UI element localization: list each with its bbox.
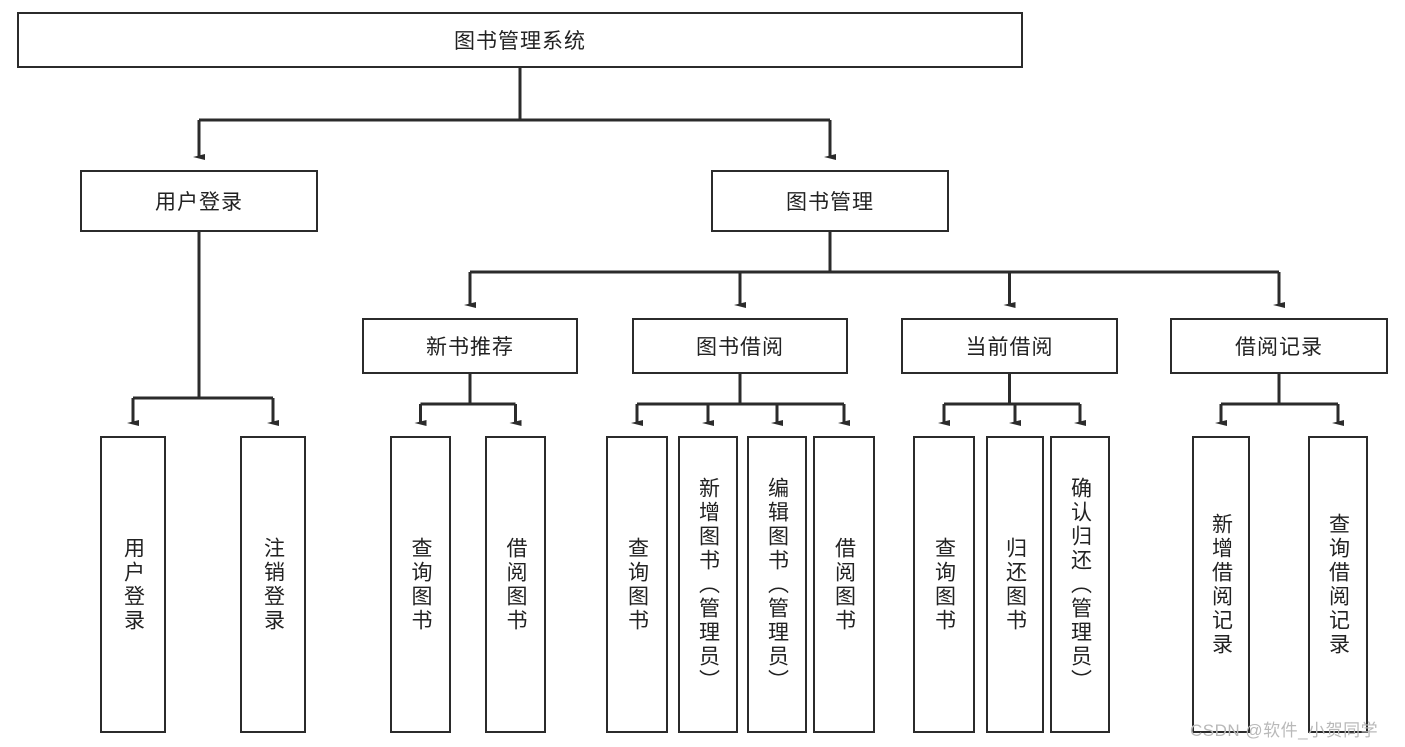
node-new-book-rec[interactable]: 新书推荐 [362,318,578,374]
node-label: 查询借阅记录 [1326,512,1350,657]
node-leaf-borrow-book-2[interactable]: 借阅图书 [813,436,875,733]
node-label: 借阅记录 [1235,336,1323,359]
node-leaf-return-book[interactable]: 归还图书 [986,436,1044,733]
node-root[interactable]: 图书管理系统 [17,12,1023,68]
node-leaf-query-book-1[interactable]: 查询图书 [390,436,451,733]
node-current-borrow[interactable]: 当前借阅 [901,318,1118,374]
node-leaf-confirm-return[interactable]: 确认归还（管理员） [1050,436,1110,733]
node-leaf-logout[interactable]: 注销登录 [240,436,306,733]
node-label: 新增借阅记录 [1209,512,1233,657]
node-label: 用户登录 [155,191,243,214]
node-leaf-borrow-book-1[interactable]: 借阅图书 [485,436,546,733]
node-label: 编辑图书（管理员） [765,476,789,693]
node-book-borrow[interactable]: 图书借阅 [632,318,848,374]
node-book-manage[interactable]: 图书管理 [711,170,949,232]
node-label: 注销登录 [261,536,285,633]
node-label: 查询图书 [409,536,432,633]
node-label: 借阅图书 [832,536,856,633]
node-borrow-record[interactable]: 借阅记录 [1170,318,1388,374]
node-label: 查询图书 [932,536,956,633]
node-label: 当前借阅 [965,336,1054,359]
node-label: 图书管理系统 [454,30,586,53]
node-label: 确认归还（管理员） [1068,476,1092,693]
node-label: 图书借阅 [696,336,784,359]
node-leaf-user-login[interactable]: 用户登录 [100,436,166,733]
node-label: 新书推荐 [426,336,514,359]
node-label: 归还图书 [1003,536,1027,633]
node-leaf-edit-book[interactable]: 编辑图书（管理员） [747,436,807,733]
node-user-login[interactable]: 用户登录 [80,170,318,232]
node-label: 查询图书 [625,536,649,633]
node-leaf-add-book[interactable]: 新增图书（管理员） [678,436,738,733]
node-leaf-query-record[interactable]: 查询借阅记录 [1308,436,1368,733]
node-label: 新增图书（管理员） [696,476,720,693]
node-leaf-query-book-3[interactable]: 查询图书 [913,436,975,733]
node-leaf-add-record[interactable]: 新增借阅记录 [1192,436,1250,733]
node-label: 用户登录 [121,536,145,633]
node-label: 借阅图书 [504,536,527,633]
watermark: CSDN @软件_小贺同学 [1190,721,1379,740]
node-leaf-query-book-2[interactable]: 查询图书 [606,436,668,733]
node-label: 图书管理 [786,191,874,214]
